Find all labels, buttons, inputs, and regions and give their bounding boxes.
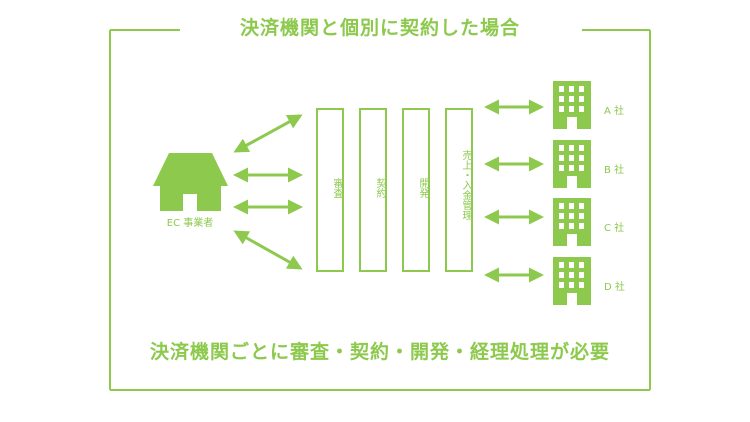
building-icon bbox=[553, 257, 591, 305]
company-label-a: A 社 bbox=[604, 106, 625, 117]
diagram-title: 決済機関と個別に契約した場合 bbox=[239, 17, 520, 39]
process-box-sales-payment: 売上・入金管理 bbox=[445, 108, 473, 272]
building-icon bbox=[553, 140, 591, 188]
frame bbox=[109, 29, 651, 391]
ec-operator-label: EC 事業者 bbox=[166, 218, 214, 229]
process-label: 審査 bbox=[331, 178, 342, 198]
company-label-c: C 社 bbox=[604, 223, 625, 234]
process-box-development: 開発 bbox=[402, 108, 430, 272]
process-box-contract: 契約 bbox=[359, 108, 387, 272]
company-arrows bbox=[484, 99, 544, 283]
double-arrow-icon bbox=[233, 230, 303, 270]
building-icon bbox=[553, 198, 591, 246]
building-icon bbox=[553, 81, 591, 129]
process-box-review: 審査 bbox=[316, 108, 344, 272]
diagram-footer-note: 決済機関ごとに審査・契約・開発・経理処理が必要 bbox=[149, 341, 610, 363]
ec-arrows bbox=[233, 114, 303, 270]
process-label: 売上・入金管理 bbox=[460, 150, 471, 220]
double-arrow-icon bbox=[233, 114, 303, 153]
company-label-d: D 社 bbox=[604, 282, 625, 293]
house-icon bbox=[153, 153, 228, 211]
process-label: 契約 bbox=[374, 178, 385, 198]
company-label-b: B 社 bbox=[604, 165, 625, 176]
process-label: 開発 bbox=[417, 178, 428, 198]
